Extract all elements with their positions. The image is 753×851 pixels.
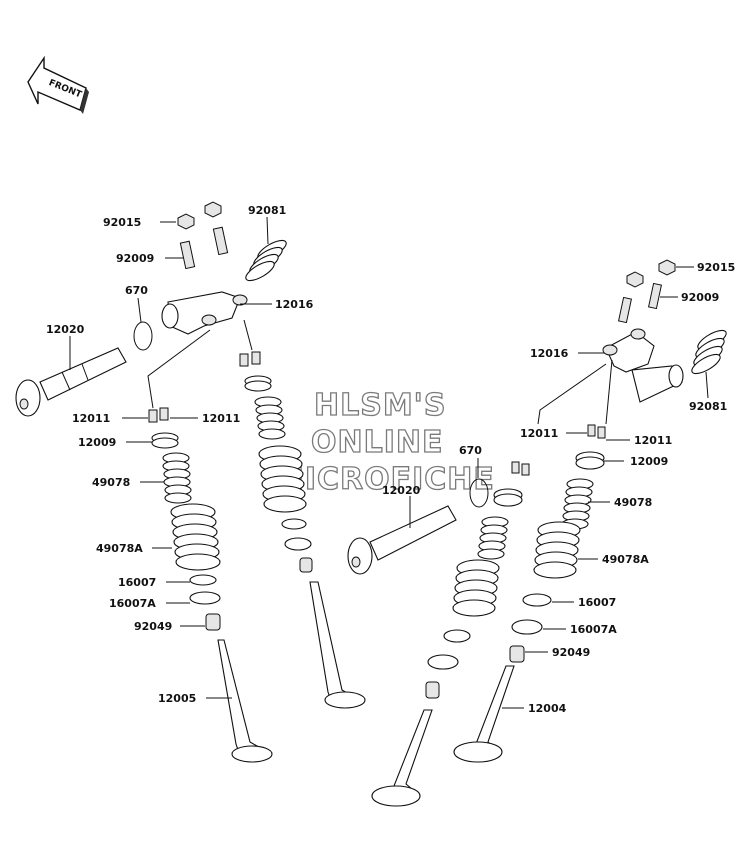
label-left-o-ring: 670 — [125, 284, 148, 297]
label-right-stem-seal: 92049 — [552, 646, 590, 659]
label-left-spring-small: 92081 — [248, 204, 286, 217]
label-left-spring-seat: 16007 — [118, 576, 156, 589]
label-right-rocker-arm: 12016 — [530, 347, 569, 360]
label-left-rocker-arm: 12016 — [275, 298, 314, 311]
label-left-nut: 92015 — [103, 216, 141, 229]
label-right-keeper-b: 12011 — [634, 434, 672, 447]
watermark-line-1: HLSM'S — [314, 388, 446, 423]
label-right-shaft: 12020 — [382, 484, 421, 497]
label-right-spring-seat-a: 16007A — [570, 623, 617, 636]
watermark-line-2: ONLINE — [311, 425, 444, 460]
watermark: HLSM'S ONLINE MICROFICHE — [273, 387, 495, 497]
leader-lines — [69, 216, 709, 709]
label-right-nut: 92015 — [697, 261, 735, 274]
part-labels: 92015 92009 92081 670 12020 12016 12011 … — [46, 204, 735, 715]
label-left-retainer: 12009 — [78, 436, 116, 449]
label-left-inner-spring: 49078 — [92, 476, 130, 489]
label-left-spring-seat-a: 16007A — [109, 597, 156, 610]
left-parts — [15, 201, 366, 763]
label-left-stem-seal: 92049 — [134, 620, 172, 633]
label-right-retainer: 12009 — [630, 455, 668, 468]
label-left-keeper-b: 12011 — [202, 412, 240, 425]
label-left-adjuster-screw: 92009 — [116, 252, 154, 265]
label-right-outer-spring: 49078A — [602, 553, 649, 566]
label-right-spring-seat: 16007 — [578, 596, 616, 609]
label-right-spring-small: 92081 — [689, 400, 727, 413]
right-parts — [347, 259, 727, 807]
front-arrow-icon: FRONT — [27, 55, 89, 114]
label-right-adjuster-screw: 92009 — [681, 291, 719, 304]
label-right-keeper-a: 12011 — [520, 427, 558, 440]
label-left-valve: 12005 — [158, 692, 196, 705]
label-left-keeper-a: 12011 — [72, 412, 110, 425]
label-left-outer-spring: 49078A — [96, 542, 143, 555]
label-right-inner-spring: 49078 — [614, 496, 652, 509]
label-right-valve: 12004 — [528, 702, 567, 715]
label-right-o-ring: 670 — [459, 444, 482, 457]
watermark-line-3: MICROFICHE — [274, 462, 495, 497]
label-left-shaft: 12020 — [46, 323, 85, 336]
